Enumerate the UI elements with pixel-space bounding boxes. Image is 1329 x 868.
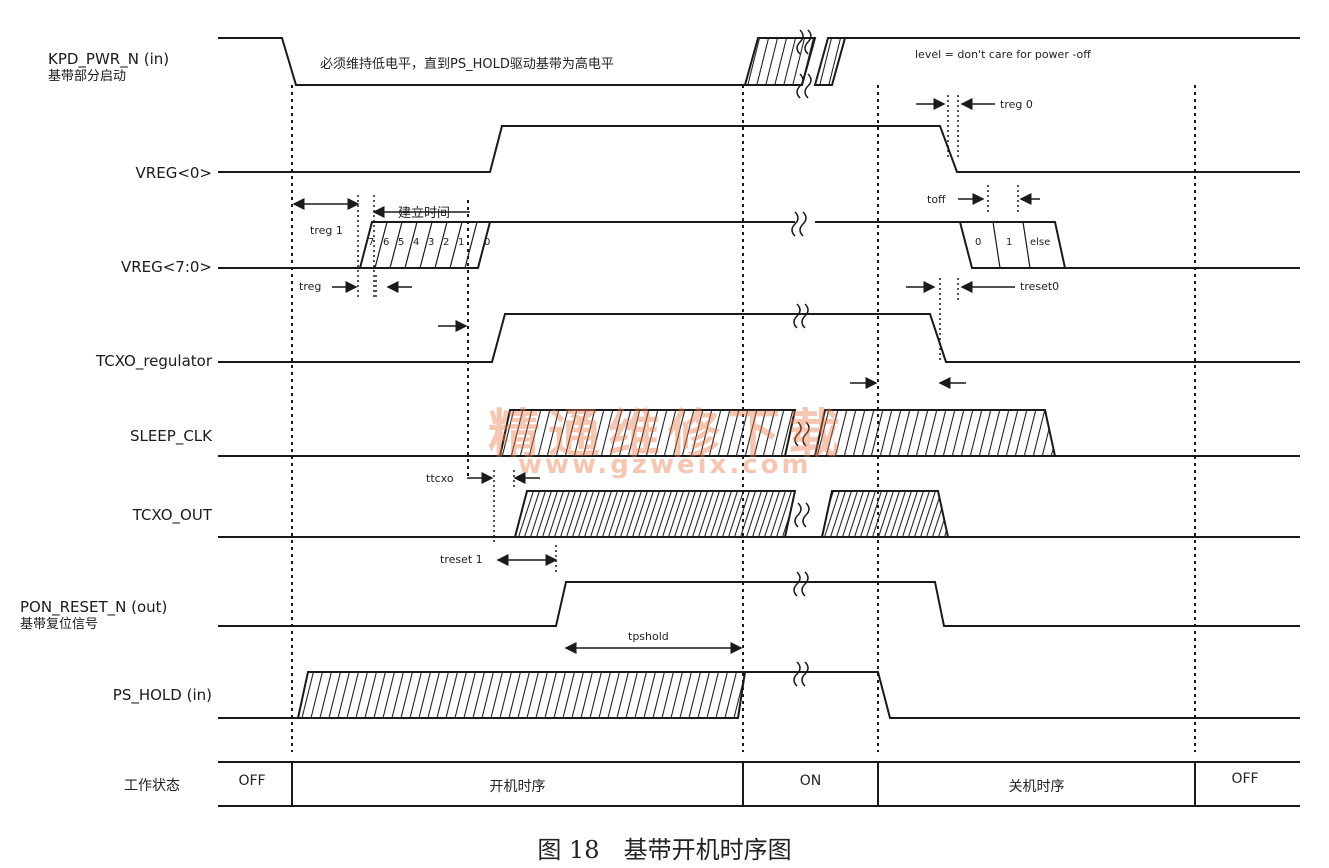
label-sleep-clk: SLEEP_CLK: [129, 427, 212, 445]
bus-digit: 4: [413, 237, 420, 248]
bus-digit: 0: [975, 237, 982, 248]
note-treset1: treset 1: [440, 553, 483, 566]
wave-vreg70: [218, 221, 1300, 269]
note-tpshold: tpshold: [628, 630, 669, 643]
wave-tcxo-reg: [218, 313, 1300, 363]
state-off-2: OFF: [1231, 771, 1259, 787]
wave-sleep: [218, 409, 1300, 457]
state-power-off-sequence: 关机时序: [1008, 779, 1065, 795]
watermark-url: www.gzweix.com: [518, 450, 812, 480]
label-tcxo-out: TCXO_OUT: [132, 506, 212, 524]
state-table: [218, 761, 1300, 807]
note-treg0: treg 0: [1000, 98, 1033, 111]
label-pon-sub: 基带复位信号: [20, 617, 99, 632]
bus-digit: 0: [484, 237, 491, 248]
note-treg: treg: [299, 280, 322, 293]
state-row-label: 工作状态: [124, 778, 180, 794]
bus-digit: 1: [1006, 237, 1013, 248]
wave-vreg0: [218, 125, 1300, 173]
break-mark-sleep: [794, 421, 810, 447]
bus-digit: 6: [383, 237, 390, 248]
bus-digit: 1: [458, 237, 465, 248]
label-kpd-sub: 基带部分启动: [48, 69, 127, 84]
note-kpd-hold: 必须维持低电平，直到PS_HOLD驱动基带为高电平: [320, 57, 614, 72]
label-pon-reset-n: PON_RESET_N (out) 基带复位信号: [20, 598, 168, 632]
tick-marks: [357, 95, 1019, 575]
wave-tcxo-out: [218, 490, 1300, 538]
watermark-text: 精通维修下载: [488, 405, 849, 465]
note-treg1: treg 1: [310, 224, 343, 237]
time-markers: [291, 85, 1196, 752]
break-mark-tcxo-out: [794, 502, 810, 528]
figure-caption: 图 18 基带开机时序图: [537, 836, 792, 864]
label-kpd-pwr-n: KPD_PWR_N (in) 基带部分启动: [48, 50, 170, 84]
bus-dividers: [374, 221, 1031, 269]
break-mark-tcxo-reg: [793, 303, 809, 329]
label-ps-hold: PS_HOLD (in): [112, 686, 212, 704]
timing-arrows: [292, 98, 1040, 654]
break-mark-kpd: [796, 29, 812, 99]
state-on: ON: [799, 773, 822, 789]
bus-digit: 5: [398, 237, 405, 248]
wave-pon: [218, 581, 1300, 627]
note-setup-time: 建立时间: [398, 206, 451, 221]
note-toff: toff: [927, 193, 946, 206]
label-vreg70: VREG<7:0>: [120, 258, 212, 276]
note-dont-care: level = don't care for power -off: [915, 48, 1091, 61]
break-mark-pon: [793, 571, 809, 597]
bus-digit: 2: [443, 237, 450, 248]
break-mark-ps-hold: [793, 661, 809, 687]
note-treset0: treset0: [1020, 280, 1060, 293]
break-mark-vreg70: [791, 211, 807, 237]
note-ttcxo: ttcxo: [426, 472, 454, 485]
label-vreg0: VREG<0>: [135, 164, 212, 182]
state-power-on-sequence: 开机时序: [489, 779, 546, 795]
label-tcxo-regulator: TCXO_regulator: [95, 352, 212, 370]
bus-digit: 7: [368, 237, 375, 248]
state-off-1: OFF: [238, 773, 266, 789]
bus-digit: else: [1030, 237, 1051, 248]
bus-digit: 3: [428, 237, 435, 248]
wave-ps-hold: [218, 671, 1300, 719]
